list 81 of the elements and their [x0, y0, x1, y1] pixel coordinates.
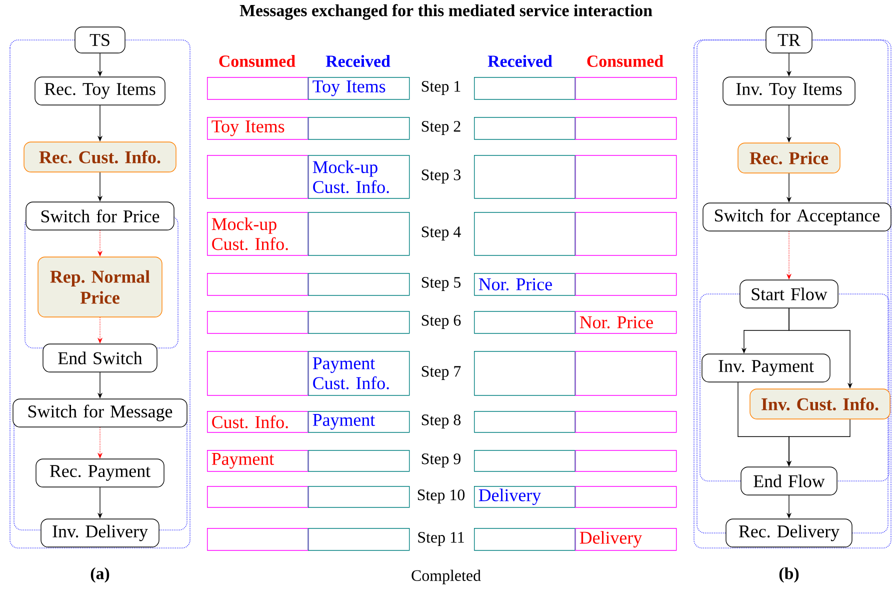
step-box: Rec. Toy Items — [34, 76, 166, 106]
step-box: TS — [74, 26, 126, 54]
table-cell — [207, 77, 309, 100]
column-header: Received — [488, 55, 552, 67]
table-cell — [207, 155, 309, 199]
table-cell — [474, 117, 576, 140]
highlighted-step-box: Rep. Normal Price — [38, 256, 162, 318]
table-cell — [308, 528, 410, 551]
step-label: Step 2 — [422, 121, 460, 135]
step-label: Step 4 — [422, 226, 461, 240]
step-box: Inv. Toy Items — [722, 76, 856, 106]
step-box: Rec. Payment — [36, 458, 164, 488]
step-box: End Switch — [42, 344, 158, 372]
title: Messages exchanged for this mediated service interaction — [240, 4, 652, 20]
step-label: Step 11 — [418, 532, 464, 546]
table-cell — [308, 450, 410, 472]
table-cell: Payment Cust. Info. — [308, 351, 410, 396]
table-cell — [474, 351, 576, 396]
table-cell: Payment — [207, 450, 309, 472]
step-label: Step 5 — [422, 277, 461, 291]
table-cell: Delivery — [575, 528, 677, 551]
table-cell: Cust. Info. — [207, 411, 309, 433]
step-box: TR — [766, 26, 812, 54]
table-cell — [474, 77, 576, 100]
caption: Completed — [412, 570, 481, 584]
step-box: Start Flow — [740, 280, 838, 308]
step-box: Rec. Delivery — [726, 518, 852, 548]
highlighted-step-box: Inv. Cust. Info. — [750, 388, 890, 420]
step-box: Inv. Delivery — [40, 518, 160, 548]
table-cell — [308, 273, 410, 296]
table-cell — [575, 486, 677, 508]
table-cell — [575, 117, 677, 140]
step-label: Step 7 — [422, 366, 461, 380]
step-label: Step 1 — [422, 81, 460, 95]
table-cell: Delivery — [474, 486, 576, 508]
step-box: Switch for Acceptance — [702, 202, 892, 232]
step-label: Step 8 — [422, 414, 461, 428]
highlighted-step-box: Rec. Cust. Info. — [24, 142, 176, 172]
panel-label: (b) — [779, 567, 799, 583]
table-cell — [207, 351, 309, 396]
table-cell — [308, 486, 410, 508]
panel-label: (a) — [90, 567, 110, 583]
table-cell — [575, 155, 677, 199]
table-cell — [207, 311, 309, 334]
table-cell: Nor. Price — [575, 311, 677, 334]
table-cell: Toy Items — [207, 117, 309, 140]
table-cell — [474, 411, 576, 433]
table-cell: Mock-up Cust. Info. — [308, 155, 410, 199]
table-cell — [575, 450, 677, 472]
table-cell — [207, 273, 309, 296]
table-cell — [474, 450, 576, 472]
table-cell — [308, 117, 410, 140]
table-cell — [575, 351, 677, 396]
highlighted-step-box: Rec. Price — [738, 142, 840, 174]
table-cell — [474, 155, 576, 199]
step-label: Step 3 — [422, 170, 461, 184]
table-cell — [575, 411, 677, 433]
step-box: End Flow — [740, 466, 838, 496]
table-cell — [207, 528, 309, 551]
table-cell — [474, 212, 576, 256]
table-cell: Payment — [308, 411, 410, 433]
column-header: Consumed — [587, 55, 664, 67]
table-cell: Mock-up Cust. Info. — [207, 212, 309, 256]
table-cell — [474, 311, 576, 334]
table-cell — [474, 528, 576, 551]
table-cell — [575, 77, 677, 100]
table-cell — [207, 486, 309, 508]
step-label: Step 6 — [422, 315, 461, 329]
table-cell: Nor. Price — [474, 273, 576, 296]
table-cell — [308, 212, 410, 256]
table-cell — [575, 212, 677, 256]
column-header: Received — [326, 55, 390, 67]
step-box: Switch for Message — [12, 398, 188, 428]
table-cell: Toy Items — [308, 77, 410, 100]
column-header: Consumed — [219, 55, 296, 67]
step-box: Inv. Payment — [702, 354, 830, 382]
step-label: Step 9 — [422, 454, 460, 468]
table-cell — [575, 273, 677, 296]
step-label: Step 10 — [418, 490, 465, 504]
step-box: Switch for Price — [26, 202, 174, 230]
table-cell — [308, 311, 410, 334]
